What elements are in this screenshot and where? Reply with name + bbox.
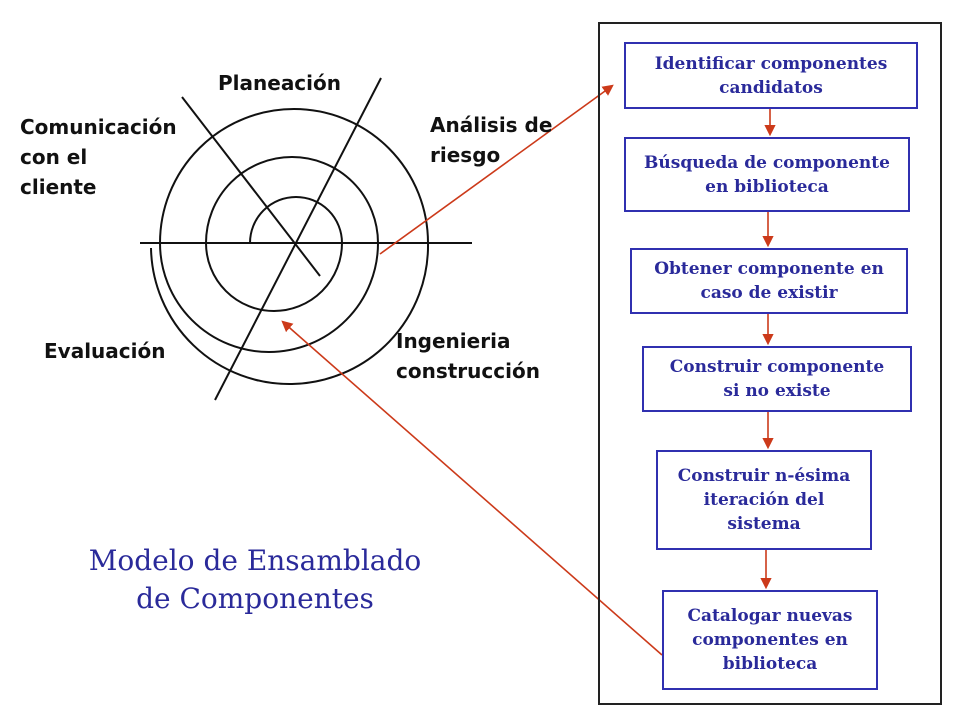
spiral-arc	[159, 108, 429, 244]
spiral-diagram	[140, 77, 472, 401]
step-search-library: Búsqueda de componente en biblioteca	[624, 137, 910, 212]
label-communication: Comunicación con el cliente	[20, 115, 177, 199]
step-catalog-components: Catalogar nuevas componentes en bibliote…	[662, 590, 878, 690]
model-title: Modelo de Ensamblado de Componentes	[88, 544, 422, 615]
step-obtain-component: Obtener componente en caso de existir	[630, 248, 908, 314]
connector-spiral-to-step	[379, 84, 614, 255]
step-build-iteration: Construir n-ésima iteración del sistema	[656, 450, 872, 550]
process-panel	[598, 22, 942, 705]
step-build-component: Construir componente si no existe	[642, 346, 912, 412]
step-identify-candidates: Identificar componentes candidatos	[624, 42, 918, 109]
spiral-arc	[205, 242, 343, 312]
spiral-arc	[205, 156, 379, 244]
diagonal-axis-right	[214, 77, 382, 401]
label-evaluation: Evaluación	[44, 339, 166, 363]
label-planning: Planeación	[218, 71, 341, 95]
label-risk-analysis: Análisis de riesgo	[430, 113, 553, 167]
spiral-arc	[150, 242, 430, 386]
spiral-arc	[249, 196, 343, 244]
spiral-arc	[159, 242, 379, 353]
diagonal-axis-left	[181, 96, 321, 277]
label-engineering: Ingenieria construcción	[396, 329, 540, 383]
